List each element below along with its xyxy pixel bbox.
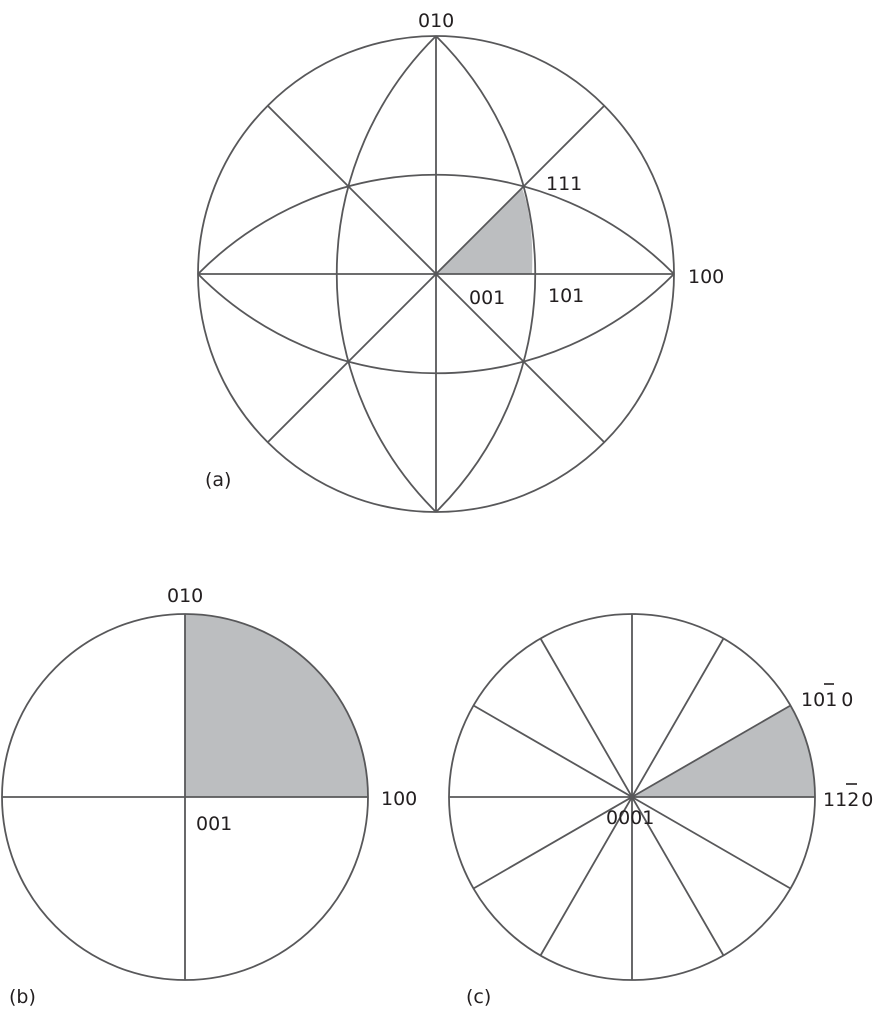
panel-c-tag: (c)	[466, 986, 491, 1008]
panel-a-great-circle-right	[435, 35, 537, 513]
panel-a-diagonal-diameter-2	[267, 105, 605, 443]
panel-b-label-010: 010	[167, 585, 203, 607]
panel-b-label-100: 100	[381, 788, 417, 810]
panel-c-label-11-20-part3: 0	[861, 789, 873, 811]
panel-c-label-10-10-part3: 0	[841, 689, 853, 711]
panel-c-label-11-20-part1: 11	[823, 789, 847, 811]
panel-a-label-101: 101	[548, 285, 584, 307]
panel-a-great-circle-top	[197, 173, 675, 275]
panel-a-great-circle-left	[335, 35, 437, 513]
panel-c-shaded-sector	[632, 705, 815, 797]
panel-b-label-001: 001	[196, 813, 232, 835]
panel-c-spoke-30-210	[473, 704, 791, 890]
panel-c-label-11-20-part2: 2	[847, 789, 859, 811]
panel-b-shaded-quadrant	[185, 614, 368, 797]
panel-a-tag: (a)	[205, 469, 231, 491]
panel-a-label-010: 010	[418, 10, 454, 32]
panel-a: 010 100 001 101 111 (a)	[197, 10, 724, 513]
panel-a-standard-triangle	[436, 188, 533, 274]
panel-b-tag: (b)	[9, 986, 36, 1008]
panel-c-label-10-10-part2: 1	[825, 689, 837, 711]
panel-a-label-100: 100	[688, 266, 724, 288]
panel-a-label-001: 001	[469, 287, 505, 309]
panel-a-great-circle-bottom	[197, 273, 675, 375]
panel-c-label-10-10-part1: 10	[801, 689, 825, 711]
panel-b: 010 100 001 (b)	[1, 585, 417, 1008]
panel-c-label-0001: 0001	[606, 807, 654, 829]
panel-a-label-111: 111	[546, 173, 582, 195]
